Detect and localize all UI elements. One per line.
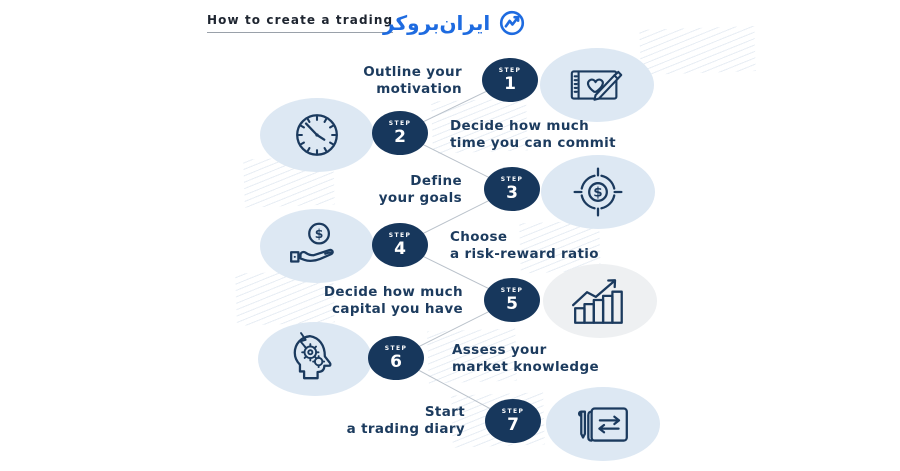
page-title: How to create a trading xyxy=(207,13,394,33)
step-7-badge: STEP 7 xyxy=(485,399,541,443)
diary-sync-pen-icon xyxy=(573,399,633,449)
step-5-label: Decide how much capital you have xyxy=(323,284,463,317)
step-2-badge: STEP 2 xyxy=(372,111,428,155)
head-gears-icon xyxy=(288,331,342,387)
step-3-icon-bubble: $ xyxy=(541,155,655,229)
step-6-icon-bubble xyxy=(258,322,372,396)
step-5-icon-bubble xyxy=(543,264,657,338)
tablet-heart-pencil-icon xyxy=(566,62,628,108)
step-5-badge: STEP 5 xyxy=(484,278,540,322)
growth-bars-arrow-icon xyxy=(570,277,630,325)
svg-text:$: $ xyxy=(315,226,324,241)
step-1-badge: STEP 1 xyxy=(482,58,538,102)
hand-dollar-coin-icon: $ xyxy=(286,220,348,272)
brand-logo: ایران‌بروکر xyxy=(383,8,527,38)
step-6-badge: STEP 6 xyxy=(368,336,424,380)
dollar-target-icon: $ xyxy=(571,165,625,219)
step-7-label: Start a trading diary xyxy=(346,404,465,437)
step-4-icon-bubble: $ xyxy=(260,209,374,283)
step-2-label: Decide how much time you can commit xyxy=(450,118,616,151)
step-1-icon-bubble xyxy=(540,48,654,122)
clock-icon xyxy=(292,110,342,160)
step-6-label: Assess your market knowledge xyxy=(452,342,599,375)
step-7-icon-bubble xyxy=(546,387,660,461)
step-3-label: Define your goals xyxy=(378,173,462,206)
step-4-badge: STEP 4 xyxy=(372,223,428,267)
step-1-label: Outline your motivation xyxy=(363,64,462,97)
svg-text:$: $ xyxy=(593,185,602,201)
step-2-icon-bubble xyxy=(260,98,374,172)
step-4-label: Choose a risk-reward ratio xyxy=(450,229,599,262)
brand-name: ایران‌بروکر xyxy=(383,11,491,35)
pulse-circle-icon xyxy=(497,8,527,38)
step-3-badge: STEP 3 xyxy=(484,167,540,211)
